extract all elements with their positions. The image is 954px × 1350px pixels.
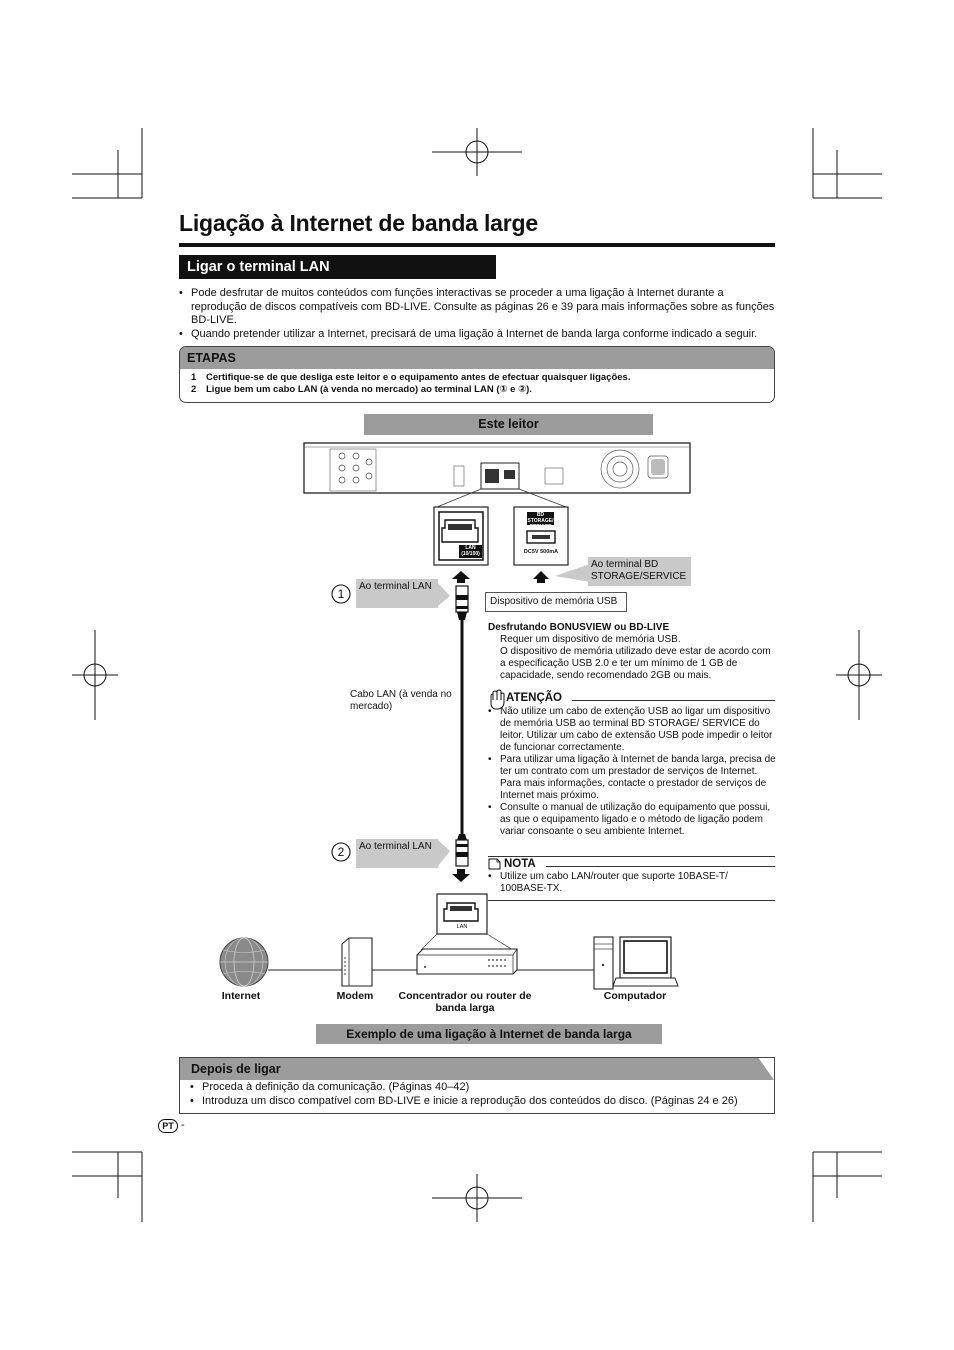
etapas-box: ETAPAS 1 Certifique-se de que desliga est… [179,346,775,403]
step-text: Certifique-se de que desliga este leitor… [206,372,631,383]
page-title: Ligação à Internet de banda large [179,210,538,236]
step-2-marker-icon [331,842,351,862]
lan-plug-icon [455,585,469,620]
player-rear-panel [303,442,691,494]
step-number: 1 [191,372,197,383]
step-1-marker-icon [331,584,351,604]
depois-bullet: Proceda à definição da comunicação. (Pág… [190,1081,770,1095]
internet-globe-icon [219,937,269,987]
lan-plug-icon [455,834,469,867]
bonus-info: Desfrutando BONUSVIEW ou BD-LIVE Requer … [488,622,778,682]
atencao-heading: ATENÇÃO [506,692,563,704]
arrow-up-icon [452,571,470,583]
bd-storage-port-label: BD STORAGE/ SERVICE [527,512,554,530]
depois-bullet: Introduza um disco compatível com BD-LIV… [190,1095,770,1109]
router-icon [416,948,518,975]
nota-top-rule [488,856,775,857]
language-badge: PT [158,1119,178,1133]
etapas-step: 1 Certifique-se de que desliga este leito… [191,372,774,384]
depois-box: Depois de ligar Proceda à definição da c… [179,1057,775,1114]
nota-heading: NOTA [504,858,536,870]
cable-label: Cabo LAN (à venda no mercado) [350,689,452,712]
callout-lan-2: Ao terminal LAN [356,839,438,868]
usb-device-label: Dispositivo de memória USB [485,592,627,612]
internet-label: Internet [221,990,261,1002]
note-icon [488,858,501,870]
intro-bullet: Pode desfrutar de muitos conteúdos com f… [179,287,775,328]
etapas-step: 2 Ligue bem um cabo LAN (à venda no merca… [191,384,774,396]
title-rule [179,243,775,247]
nota-bottom-rule [488,900,775,901]
computer-icon [593,936,679,990]
atencao-rule [572,700,775,701]
intro-list: Pode desfrutar de muitos conteúdos com f… [179,287,775,341]
nota-rule [546,866,775,867]
player-label: Este leitor [364,414,653,435]
arrow-down-icon [452,869,470,882]
callout-lan-1: Ao terminal LAN [356,579,438,608]
atencao-bullet: Consulte o manual de utilização do equip… [488,802,776,838]
nota-list: Utilize um cabo LAN/router que suporte 1… [488,871,776,895]
bonus-line: O dispositivo de memória utilizado deve … [500,646,771,681]
router-label: Concentrador ou router de banda larga [398,990,532,1014]
step-text: Ligue bem um cabo LAN (à venda no mercad… [206,384,532,395]
router-lan-port-zoom [436,893,488,935]
callout-bd-storage: Ao terminal BD STORAGE/SERVICE [588,557,691,586]
modem-icon [341,937,373,987]
modem-label: Modem [336,990,374,1002]
step-number: 2 [191,384,197,395]
page-number: - [181,1119,185,1131]
section-title: Ligar o terminal LAN [179,255,496,279]
etapas-heading: ETAPAS [180,347,774,369]
computer-label: Computador [603,990,667,1002]
bd-storage-port-zoom [513,506,569,566]
lan-port-label: LAN (10/100) [461,545,480,557]
router-port-label: LAN [456,924,468,930]
bd-storage-power-label: DC5V 500mA [523,549,559,555]
nota-bullet: Utilize um cabo LAN/router que suporte 1… [488,871,776,895]
atencao-bullet: Não utilize um cabo de extenção USB ao l… [488,706,776,754]
callout-2-digit: 2 [337,845,345,859]
atencao-bullet: Para utilizar uma ligação à Internet de … [488,754,776,802]
etapas-steps: 1 Certifique-se de que desliga este leito… [180,369,774,396]
depois-list: Proceda à definição da comunicação. (Pág… [190,1081,770,1108]
bonus-title: Desfrutando BONUSVIEW ou BD-LIVE [488,622,670,633]
bonus-line: Requer um dispositivo de memória USB. [500,634,681,645]
callout-1-digit: 1 [337,587,345,601]
depois-heading: Depois de ligar [180,1058,774,1080]
atencao-list: Não utilize um cabo de extenção USB ao l… [488,706,776,838]
lan-port-zoom [433,506,489,566]
example-caption: Exemplo de uma ligação à Internet de ban… [316,1024,662,1044]
arrow-up-icon [533,571,549,583]
intro-bullet: Quando pretender utilizar a Internet, pr… [179,328,775,342]
